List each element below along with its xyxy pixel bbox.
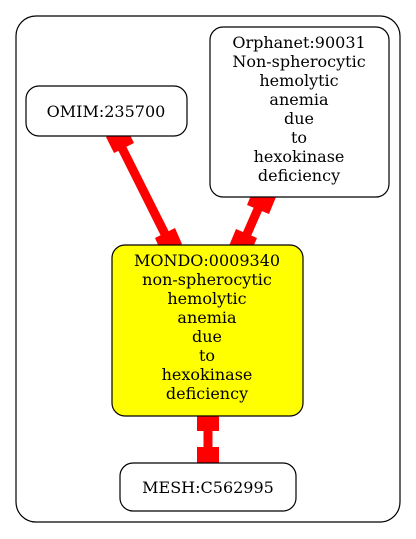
node-omim[interactable]: OMIM:235700 xyxy=(25,85,188,137)
node-label-line: to xyxy=(199,346,215,365)
node-omim-box xyxy=(25,85,188,137)
node-mesh[interactable]: MESH:C562995 xyxy=(119,462,297,512)
node-label-line: deficiency xyxy=(258,166,340,185)
node-mesh-box xyxy=(119,462,297,512)
edge-mondo-mesh-arrow-head xyxy=(197,447,219,467)
node-label-line: Non-spherocytic xyxy=(232,52,365,71)
node-mesh-label: MESH:C562995 xyxy=(142,478,274,497)
node-label-line: deficiency xyxy=(166,384,248,403)
edge-omim-mondo-line xyxy=(113,137,177,251)
node-label-line: anemia xyxy=(269,90,329,109)
node-label-line: MONDO:0009340 xyxy=(134,251,280,270)
node-label-line: OMIM:235700 xyxy=(47,102,166,121)
node-label-line: hemolytic xyxy=(259,71,338,90)
node-mondo-box xyxy=(111,244,304,417)
node-omim-label: OMIM:235700 xyxy=(47,102,166,121)
node-label-line: due xyxy=(284,109,314,128)
node-label-line: anemia xyxy=(177,308,237,327)
node-label-line: hemolytic xyxy=(167,289,246,308)
node-orphanet-box xyxy=(209,26,390,198)
node-label-line: non-spherocytic xyxy=(142,270,272,289)
node-label-line: MESH:C562995 xyxy=(142,478,274,497)
node-label-line: to xyxy=(291,128,307,147)
node-label-line: Orphanet:90031 xyxy=(232,33,365,52)
node-label-line: due xyxy=(192,327,222,346)
node-label-line: hexokinase xyxy=(162,365,253,384)
node-label-line: hexokinase xyxy=(254,147,345,166)
